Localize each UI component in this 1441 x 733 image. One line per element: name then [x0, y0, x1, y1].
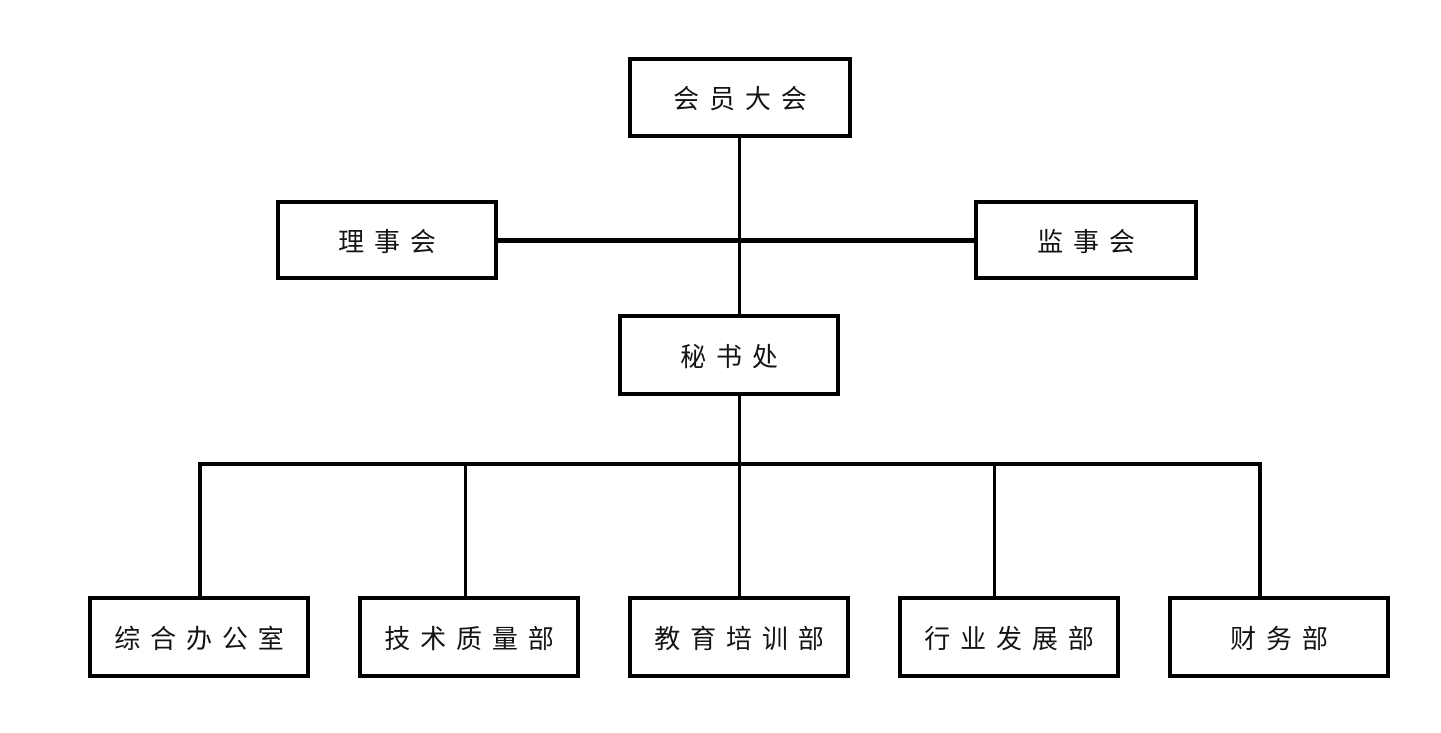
org-node-technical-quality-dept: 技术质量部	[358, 596, 580, 678]
connector-distribution-bar	[198, 462, 1262, 466]
org-node-industry-development-dept-label: 行业发展部	[924, 624, 1104, 654]
org-node-supervisory-board-label: 监事会	[1037, 227, 1145, 257]
org-node-finance-dept-label: 财务部	[1230, 624, 1338, 654]
org-node-supervisory-board: 监事会	[974, 200, 1198, 280]
org-node-industry-development-dept: 行业发展部	[898, 596, 1120, 678]
connector-secretariat-to-education-training	[738, 396, 741, 596]
org-node-members-assembly-label: 会员大会	[673, 85, 817, 114]
connector-drop-general-office	[198, 462, 202, 596]
org-node-council-label: 理事会	[338, 227, 446, 257]
org-node-secretariat-label: 秘书处	[680, 342, 788, 372]
connector-council-supervisory-link	[498, 238, 974, 243]
org-node-education-training-dept: 教育培训部	[628, 596, 850, 678]
connector-drop-technical-quality	[464, 462, 467, 596]
connector-members-assembly-to-secretariat-upper	[738, 138, 741, 314]
org-node-education-training-dept-label: 教育培训部	[654, 624, 834, 654]
connector-drop-industry-development	[993, 462, 996, 596]
org-node-general-office-label: 综合办公室	[114, 624, 294, 654]
org-node-council: 理事会	[276, 200, 498, 280]
org-node-secretariat: 秘书处	[618, 314, 840, 396]
org-node-technical-quality-dept-label: 技术质量部	[384, 624, 564, 654]
org-node-finance-dept: 财务部	[1168, 596, 1390, 678]
connector-drop-finance	[1258, 462, 1262, 596]
org-node-members-assembly: 会员大会	[628, 57, 852, 138]
org-node-general-office: 综合办公室	[88, 596, 310, 678]
